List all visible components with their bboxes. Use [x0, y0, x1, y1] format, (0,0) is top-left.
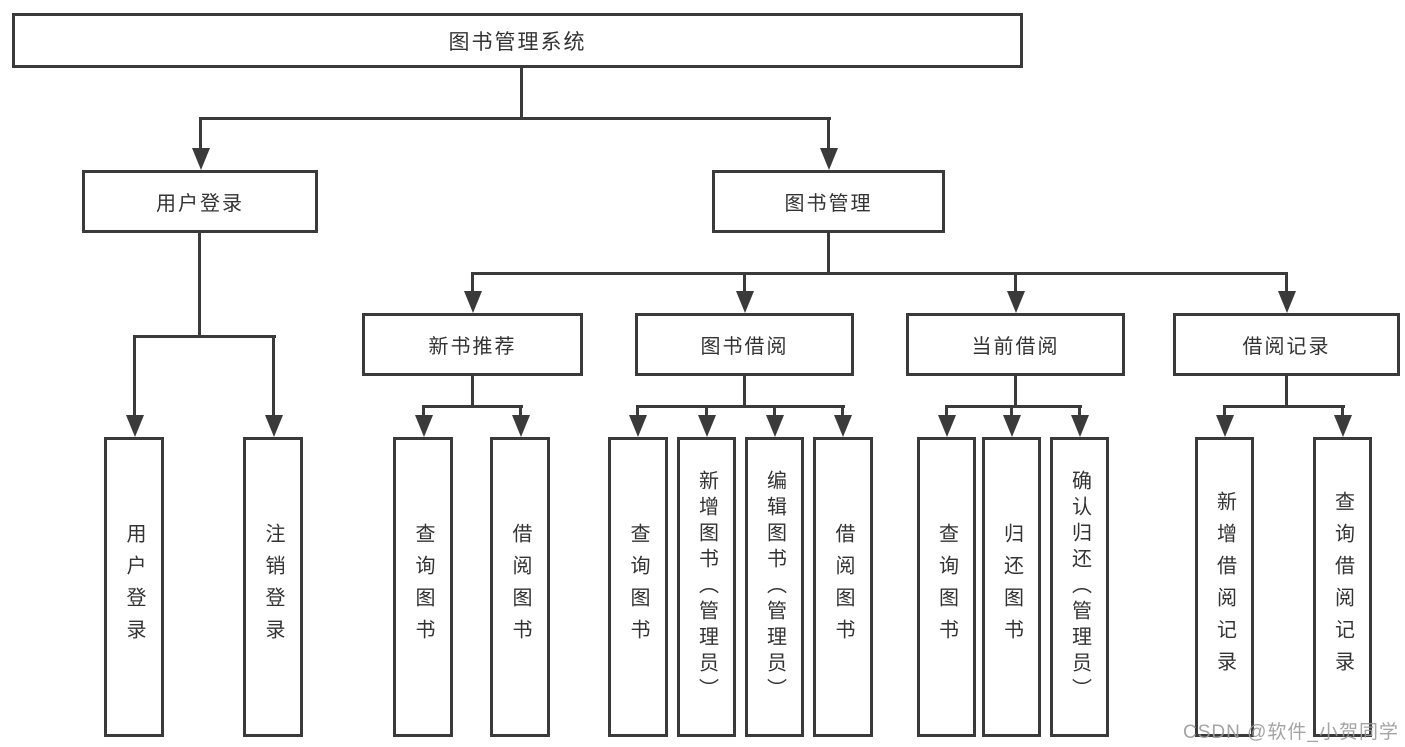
node-new-book-recommendation: 新书推荐	[362, 313, 583, 376]
connector-arrow	[1002, 405, 1021, 437]
connector-line	[945, 405, 1082, 408]
connector-arrow	[937, 405, 956, 437]
node-label: 注销登录	[262, 523, 284, 651]
node-label: 借阅图书	[509, 523, 531, 651]
connector-line	[1223, 405, 1345, 408]
connector-arrow	[765, 405, 784, 437]
connector-arrow	[264, 335, 283, 437]
node-label: 用户登录	[123, 523, 145, 651]
node-label: 新增图书（管理员）	[695, 470, 718, 704]
connector-line	[520, 65, 523, 119]
connector-arrow	[414, 405, 433, 437]
connector-line	[636, 405, 845, 408]
node-book-borrowing: 图书借阅	[635, 313, 854, 376]
connector-arrow	[819, 117, 838, 170]
connector-line	[471, 272, 1288, 275]
connector-line	[827, 230, 830, 274]
connector-arrow	[735, 272, 754, 313]
leaf-query-books-current: 查询图书	[917, 437, 976, 737]
leaf-borrow-books-borrowing: 借阅图书	[813, 437, 873, 737]
node-label: 图书管理系统	[448, 30, 587, 54]
connector-arrow	[1277, 272, 1296, 313]
node-label: 查询图书	[412, 523, 434, 651]
connector-line	[422, 405, 523, 408]
node-label: 新书推荐	[428, 336, 517, 358]
connector-line	[471, 374, 474, 407]
connector-arrow	[463, 272, 482, 313]
node-book-management: 图书管理	[712, 170, 945, 233]
leaf-logout: 注销登录	[243, 437, 303, 737]
node-label: 借阅图书	[832, 523, 854, 651]
leaf-confirm-return-admin: 确认归还（管理员）	[1050, 437, 1109, 737]
connector-line	[1014, 374, 1017, 407]
node-label: 借阅记录	[1242, 336, 1331, 358]
node-label: 图书管理	[784, 193, 873, 215]
leaf-user-login: 用户登录	[104, 437, 164, 737]
node-label: 归还图书	[1000, 523, 1023, 651]
connector-line	[1285, 374, 1288, 407]
connector-line	[199, 117, 831, 120]
leaf-add-book-admin: 新增图书（管理员）	[677, 437, 736, 737]
connector-arrow	[191, 117, 210, 170]
connector-arrow	[125, 335, 144, 437]
leaf-borrow-books-recommend: 借阅图书	[490, 437, 550, 737]
connector-arrow	[697, 405, 716, 437]
connector-arrow	[1215, 405, 1234, 437]
node-borrowing-records: 借阅记录	[1173, 313, 1400, 376]
node-label: 查询图书	[935, 523, 958, 651]
node-library-management-system: 图书管理系统	[12, 13, 1023, 68]
leaf-query-borrow-record: 查询借阅记录	[1313, 437, 1372, 737]
node-label: 当前借阅	[971, 336, 1060, 358]
leaf-query-books-recommend: 查询图书	[393, 437, 453, 737]
node-label: 图书借阅	[700, 336, 789, 358]
connector-arrow	[628, 405, 647, 437]
connector-arrow	[1333, 405, 1352, 437]
node-label: 查询图书	[627, 523, 649, 651]
connector-line	[133, 335, 276, 338]
node-current-borrowing: 当前借阅	[906, 313, 1125, 376]
node-label: 编辑图书（管理员）	[763, 470, 786, 704]
node-label: 确认归还（管理员）	[1068, 470, 1091, 704]
leaf-query-books-borrowing: 查询图书	[608, 437, 668, 737]
leaf-edit-book-admin: 编辑图书（管理员）	[745, 437, 804, 737]
node-user-login: 用户登录	[82, 170, 318, 233]
leaf-return-book: 归还图书	[982, 437, 1041, 737]
node-label: 用户登录	[156, 193, 244, 215]
connector-arrow	[511, 405, 530, 437]
connector-line	[743, 374, 746, 407]
leaf-add-borrow-record: 新增借阅记录	[1195, 437, 1254, 737]
connector-line	[198, 230, 201, 337]
node-label: 新增借阅记录	[1213, 491, 1236, 683]
connector-arrow	[833, 405, 852, 437]
connector-arrow	[1006, 272, 1025, 313]
connector-arrow	[1070, 405, 1089, 437]
node-label: 查询借阅记录	[1331, 491, 1354, 683]
csdn-watermark: CSDN @软件_小贺同学	[1183, 722, 1399, 743]
